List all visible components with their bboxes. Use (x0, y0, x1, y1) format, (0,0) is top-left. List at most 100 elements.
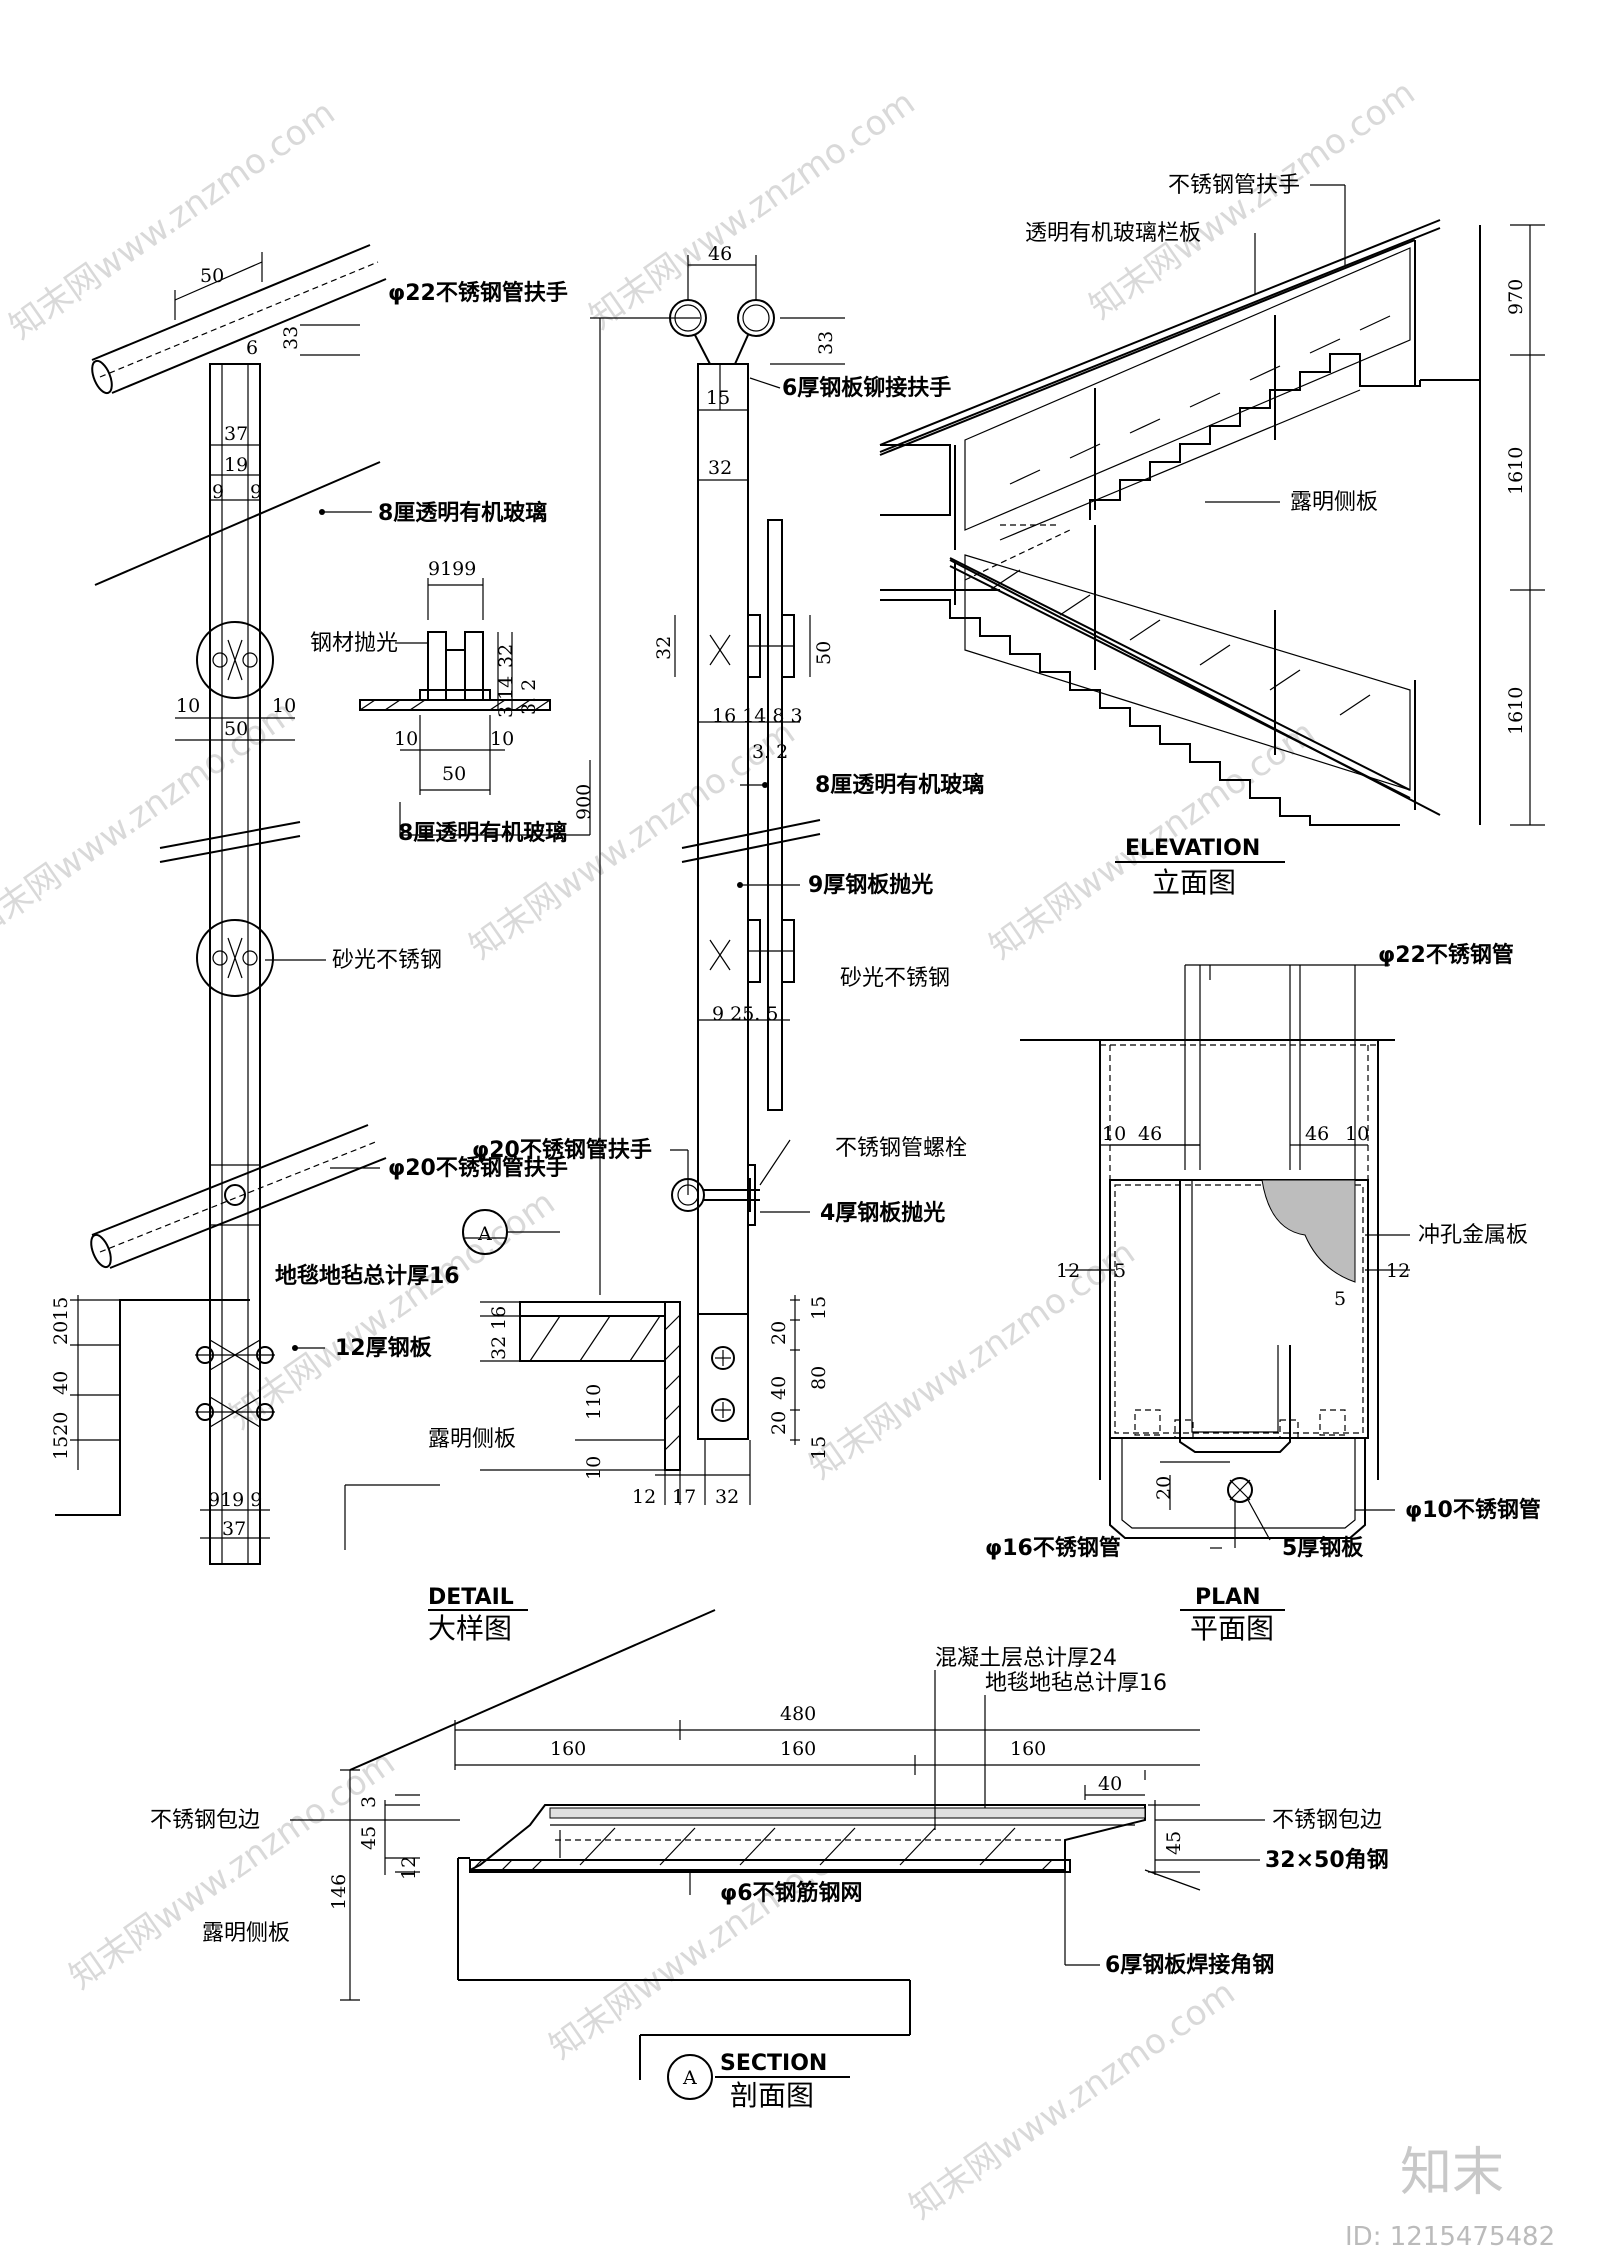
dim-37: 37 (222, 1518, 246, 1540)
dim-160: 160 (1010, 1738, 1046, 1760)
dim-9-19-9: 9199 (428, 558, 476, 580)
dim-3: 3 (495, 706, 517, 718)
label-sand-steel: 砂光不锈钢 (332, 948, 442, 973)
dim-16: 16 (488, 1306, 510, 1330)
label-glass-panel: 透明有机玻璃栏板 (1025, 221, 1201, 246)
watermark-id: ID: 1215475482 (1345, 2222, 1555, 2252)
dim-32: 32 (653, 636, 675, 660)
label-handrail-20: φ20不锈钢管扶手 (472, 1137, 652, 1163)
label-handrail-20: φ20不锈钢管扶手 (388, 1155, 568, 1181)
dim-20: 20 (768, 1321, 790, 1345)
dim-17: 17 (672, 1486, 696, 1508)
label-concrete: 混凝土层总计厚24 (935, 1646, 1117, 1671)
watermark-text: 知末网www.znzmo.com (62, 1743, 402, 1998)
watermark-text: 知末网www.znzmo.com (902, 1973, 1242, 2228)
dim-12: 12 (1056, 1260, 1080, 1282)
watermark-logo: 知末 (1400, 2143, 1504, 2203)
dim-14: 14 (495, 676, 517, 700)
label-carpet: 地毯地毡总计厚16 (985, 1671, 1167, 1696)
dim-10: 10 (583, 1456, 605, 1480)
label-plate-5: 5厚钢板 (1282, 1535, 1364, 1561)
dim-20: 20 (768, 1411, 790, 1435)
dim-3-2: 3. 2 (518, 679, 540, 715)
detail-caption-cn: 大样图 (428, 1612, 512, 1645)
dim-46: 46 (1305, 1123, 1329, 1145)
detail-left-post (55, 244, 387, 1565)
label-bolt: 不锈钢管螺栓 (835, 1136, 967, 1161)
dim-1520: 1520 (50, 1412, 72, 1460)
dim-5: 5 (1114, 1260, 1126, 1282)
dim-160: 160 (550, 1738, 586, 1760)
dim-15: 15 (808, 1436, 830, 1460)
label-angle: 32×50角钢 (1265, 1847, 1389, 1873)
section-ref: A (682, 2067, 697, 2089)
plan-caption-en: PLAN (1195, 1585, 1261, 1610)
label-weld: 6厚钢板焊接角钢 (1105, 1952, 1274, 1978)
dim-3: 3 (358, 1796, 380, 1808)
watermark-text: 知末网www.znzmo.com (802, 1233, 1142, 1488)
elevation-caption-cn: 立面图 (1152, 866, 1236, 899)
dim-970: 970 (1505, 279, 1527, 315)
dim-3-2: 3. 2 (752, 741, 788, 763)
dim-9: 9 (212, 481, 224, 503)
detail-right-post (669, 255, 845, 1440)
dim-46: 46 (708, 243, 732, 265)
label-glass-8: 8厘透明有机玻璃 (398, 820, 567, 846)
dim-15: 15 (808, 1296, 830, 1320)
label-handrail-22: φ22不锈钢管扶手 (388, 280, 568, 306)
dim-40: 40 (50, 1371, 72, 1395)
label-glass-8: 8厘透明有机玻璃 (378, 500, 547, 526)
label-steel-polish: 钢材抛光 (310, 631, 398, 656)
ref-a: A (477, 1223, 492, 1245)
dim-10: 10 (272, 695, 296, 717)
detail-clamp-section (359, 578, 591, 836)
dim-50: 50 (200, 265, 224, 287)
dim-37: 37 (224, 423, 248, 445)
dim-50: 50 (224, 718, 248, 740)
dim-110: 110 (583, 1384, 605, 1420)
dim-20: 20 (1153, 1476, 1175, 1500)
dim-32: 32 (715, 1486, 739, 1508)
elevation-caption-en: ELEVATION (1125, 836, 1260, 861)
dim-160: 160 (780, 1738, 816, 1760)
section-caption-cn: 剖面图 (730, 2079, 814, 2112)
watermark-text: 知末网www.znzmo.com (0, 693, 302, 948)
label-mesh: φ6不钢筋钢网 (720, 1880, 863, 1906)
dim-33: 33 (815, 331, 837, 355)
dim-40: 40 (768, 1376, 790, 1400)
elevation-drawing (879, 184, 1545, 826)
label-side-plate: 露明侧板 (202, 1921, 290, 1946)
dim-6: 6 (246, 337, 258, 359)
label-plate-4: 4厚钢板抛光 (820, 1200, 945, 1226)
dim-45: 45 (358, 1826, 380, 1850)
watermark-text: 知末网www.znzmo.com (2, 93, 342, 348)
detail-caption-en: DETAIL (428, 1585, 514, 1610)
section-caption-en: SECTION (720, 2051, 827, 2076)
dim-10: 10 (394, 728, 418, 750)
dim-10: 10 (490, 728, 514, 750)
dim-900: 900 (573, 784, 595, 820)
dim-1610: 1610 (1505, 687, 1527, 735)
dim-46: 46 (1138, 1123, 1162, 1145)
dim-33: 33 (280, 326, 302, 350)
label-plate-9: 9厚钢板抛光 (808, 872, 933, 898)
label-carpet-16: 地毯地毡总计厚16 (275, 1263, 460, 1289)
dim-19: 19 (224, 454, 248, 476)
dim-12: 12 (632, 1486, 656, 1508)
label-plate-6-rivet: 6厚钢板铆接扶手 (782, 375, 951, 401)
dim-32: 32 (495, 644, 517, 668)
dim-9: 9 (250, 481, 262, 503)
label-glass-8: 8厘透明有机玻璃 (815, 772, 984, 798)
label-edge-right: 不锈钢包边 (1272, 1808, 1382, 1833)
section-ref-circle (667, 2054, 713, 2100)
dim-32: 32 (488, 1336, 510, 1360)
dim-5: 5 (1334, 1288, 1346, 1310)
dim-10: 10 (176, 695, 200, 717)
dim-480: 480 (780, 1703, 816, 1725)
dim-10: 10 (1102, 1123, 1126, 1145)
section-drawing (290, 1609, 1265, 2080)
plan-drawing (1020, 964, 1410, 1549)
dim-2015: 2015 (50, 1297, 72, 1345)
